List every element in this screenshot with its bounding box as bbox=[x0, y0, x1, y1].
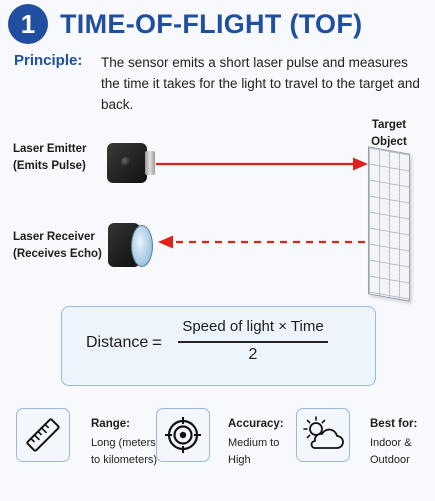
range-title: Range: bbox=[91, 418, 130, 430]
laser-emitter-nozzle bbox=[145, 151, 155, 175]
laser-emitter-label-line1: Laser Emitter bbox=[13, 143, 87, 155]
formula-fraction-bar bbox=[178, 341, 328, 343]
sun-cloud-icon bbox=[303, 416, 344, 449]
best-for-title: Best for: bbox=[370, 418, 418, 430]
formula-denominator: 2 bbox=[248, 346, 258, 363]
target-object-label-line2: Object bbox=[371, 136, 407, 148]
laser-receiver-label: Laser Receiver (Receives Echo) bbox=[13, 229, 102, 263]
range-icon-card bbox=[16, 408, 70, 462]
laser-receiver-label-line1: Laser Receiver bbox=[13, 231, 95, 243]
target-object-label-line1: Target bbox=[371, 119, 407, 131]
laser-emitter-label-line2: (Emits Pulse) bbox=[13, 160, 86, 172]
laser-emitter-label: Laser Emitter (Emits Pulse) bbox=[13, 141, 87, 175]
principle-text: The sensor emits a short laser pulse and… bbox=[101, 55, 420, 112]
laser-receiver-label-line2: (Receives Echo) bbox=[13, 248, 102, 260]
section-number-badge: 1 bbox=[8, 4, 48, 44]
principle-label: Principle: bbox=[14, 52, 83, 69]
accuracy-title: Accuracy: bbox=[228, 418, 284, 430]
page-title: TIME-OF-FLIGHT (TOF) bbox=[60, 9, 363, 39]
target-object-label: Target Object bbox=[358, 117, 420, 151]
accuracy-value: Medium to High bbox=[228, 437, 280, 466]
formula-distance: Distance bbox=[86, 334, 149, 351]
best-for-icon-card bbox=[296, 408, 350, 462]
emitted-pulse-arrowhead bbox=[353, 157, 368, 171]
target-icon bbox=[165, 417, 201, 453]
accuracy-icon-card bbox=[156, 408, 210, 462]
formula-numerator: Speed of light × Time bbox=[182, 318, 324, 335]
ruler-icon bbox=[26, 418, 60, 452]
best-for-value: Indoor & Outdoor bbox=[370, 437, 412, 466]
laser-emitter-lens bbox=[121, 157, 131, 167]
laser-receiver-lens bbox=[131, 225, 153, 267]
formula-equals: = bbox=[152, 333, 162, 352]
echo-arrowhead bbox=[158, 235, 173, 249]
range-value: Long (meters to kilometers) bbox=[91, 437, 158, 466]
formula-box bbox=[61, 306, 376, 386]
